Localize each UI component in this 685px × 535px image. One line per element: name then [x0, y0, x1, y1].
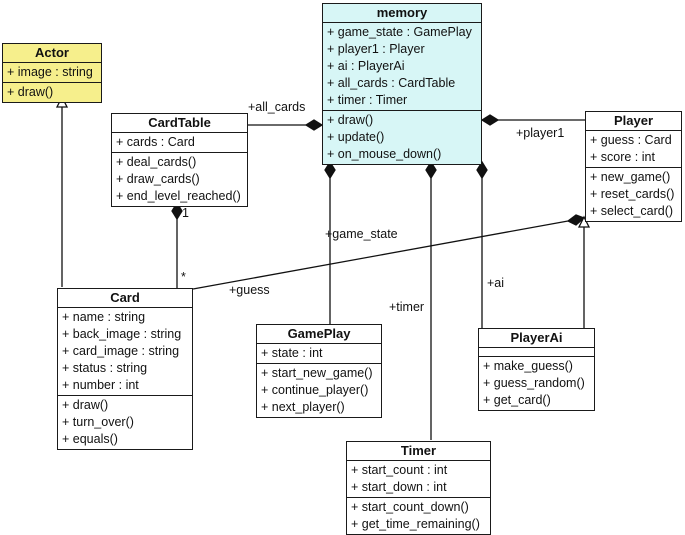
label-player1: +player1 — [516, 126, 565, 140]
class-player-methods: + new_game() + reset_cards() + select_ca… — [586, 168, 681, 221]
attribute: + player1 : Player — [327, 42, 425, 56]
attribute: + name : string — [62, 310, 146, 324]
class-memory-title: memory — [323, 4, 481, 23]
method: + equals() — [62, 432, 118, 446]
class-cardtable-title: CardTable — [112, 114, 247, 133]
player-diamond-guess — [566, 214, 586, 226]
method: + on_mouse_down() — [327, 147, 442, 161]
class-card-title: Card — [58, 289, 192, 308]
memory-diamond-game-state — [324, 160, 336, 180]
class-card-methods: + draw() + turn_over() + equals() — [58, 396, 192, 449]
class-actor: Actor + image : string + draw() — [2, 43, 102, 103]
class-playerai-attributes — [479, 348, 594, 357]
label-game-state: +game_state — [325, 227, 398, 241]
method: + draw() — [62, 398, 109, 412]
class-gameplay-attributes: + state : int — [257, 344, 381, 364]
class-actor-title: Actor — [3, 44, 101, 63]
method: + end_level_reached() — [116, 189, 241, 203]
attribute: + start_down : int — [351, 480, 447, 494]
method: + new_game() — [590, 170, 671, 184]
class-playerai-methods: + make_guess() + guess_random() + get_ca… — [479, 357, 594, 410]
attribute: + all_cards : CardTable — [327, 76, 456, 90]
class-timer-attributes: + start_count : int + start_down : int — [347, 461, 490, 498]
attribute: + state : int — [261, 346, 323, 360]
memory-diamond-player1 — [480, 114, 500, 126]
class-memory-methods: + draw() + update() + on_mouse_down() — [323, 111, 481, 164]
attribute: + back_image : string — [62, 327, 182, 341]
attribute: + cards : Card — [116, 135, 195, 149]
method: + select_card() — [590, 204, 674, 218]
class-gameplay: GamePlay + state : int + start_new_game(… — [256, 324, 382, 418]
class-timer: Timer + start_count : int + start_down :… — [346, 441, 491, 535]
attribute: + ai : PlayerAi — [327, 59, 405, 73]
class-timer-title: Timer — [347, 442, 490, 461]
label-timer: +timer — [389, 300, 425, 314]
method: + start_count_down() — [351, 500, 469, 514]
attribute: + start_count : int — [351, 463, 448, 477]
attribute: + score : int — [590, 150, 655, 164]
attribute: + image : string — [7, 65, 93, 79]
method: + draw() — [327, 113, 374, 127]
class-playerai-title: PlayerAi — [479, 329, 594, 348]
label-ai: +ai — [487, 276, 505, 290]
method: + make_guess() — [483, 359, 573, 373]
memory-diamond-ai — [476, 160, 488, 180]
memory-diamond-timer — [425, 160, 437, 180]
method: + guess_random() — [483, 376, 585, 390]
attribute: + number : int — [62, 378, 139, 392]
class-card-attributes: + name : string + back_image : string + … — [58, 308, 192, 396]
method: + get_card() — [483, 393, 551, 407]
class-cardtable-attributes: + cards : Card — [112, 133, 247, 153]
method: + continue_player() — [261, 383, 369, 397]
class-playerai: PlayerAi + make_guess() + guess_random()… — [478, 328, 595, 411]
attribute: + status : string — [62, 361, 148, 375]
method: + next_player() — [261, 400, 345, 414]
class-cardtable-methods: + deal_cards() + draw_cards() + end_leve… — [112, 153, 247, 206]
method: + reset_cards() — [590, 187, 675, 201]
player-triangle-arrow — [577, 215, 591, 228]
class-cardtable: CardTable + cards : Card + deal_cards() … — [111, 113, 248, 207]
method: + draw_cards() — [116, 172, 200, 186]
method: + deal_cards() — [116, 155, 197, 169]
attribute: + timer : Timer — [327, 93, 408, 107]
attribute: + game_state : GamePlay — [327, 25, 472, 39]
cardtable-diamond-cards — [171, 201, 183, 221]
class-player-title: Player — [586, 112, 681, 131]
multiplicity-one: 1 — [182, 206, 189, 220]
memory-diamond-all-cards — [304, 119, 324, 131]
class-memory-attributes: + game_state : GamePlay + player1 : Play… — [323, 23, 481, 111]
method: + start_new_game() — [261, 366, 373, 380]
class-memory: memory + game_state : GamePlay + player1… — [322, 3, 482, 165]
card-player-association — [192, 220, 569, 290]
method: + draw() — [7, 85, 54, 99]
class-gameplay-methods: + start_new_game() + continue_player() +… — [257, 364, 381, 417]
multiplicity-many: * — [181, 270, 186, 284]
attribute: + card_image : string — [62, 344, 180, 358]
class-card: Card + name : string + back_image : stri… — [57, 288, 193, 450]
class-player: Player + guess : Card + score : int + ne… — [585, 111, 682, 222]
class-player-attributes: + guess : Card + score : int — [586, 131, 681, 168]
method: + turn_over() — [62, 415, 134, 429]
class-actor-attributes: + image : string — [3, 63, 101, 83]
class-actor-methods: + draw() — [3, 83, 101, 102]
method: + get_time_remaining() — [351, 517, 480, 531]
label-all-cards: +all_cards — [248, 100, 306, 114]
attribute: + guess : Card — [590, 133, 672, 147]
label-guess: +guess — [229, 283, 270, 297]
class-timer-methods: + start_count_down() + get_time_remainin… — [347, 498, 490, 534]
method: + update() — [327, 130, 385, 144]
class-gameplay-title: GamePlay — [257, 325, 381, 344]
